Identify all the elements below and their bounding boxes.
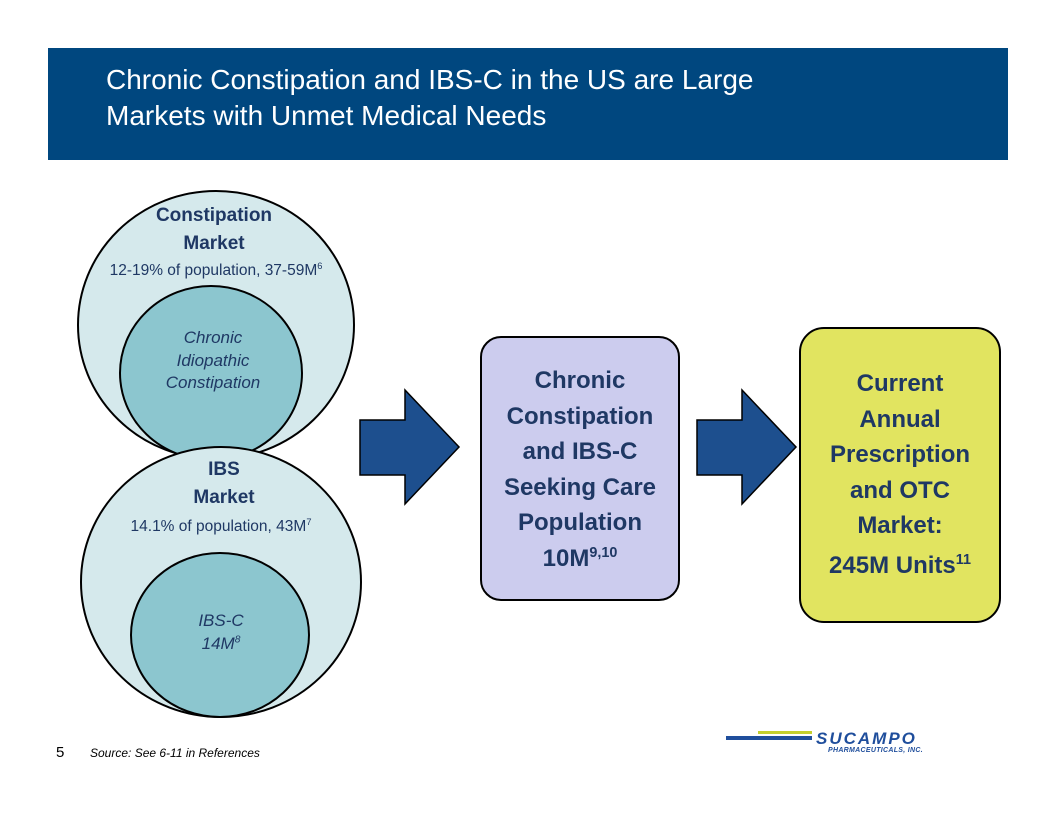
annual-market-line-3: Prescription — [829, 441, 971, 468]
constipation-market-stat-ref: 6 — [317, 260, 323, 271]
title-banner: Chronic Constipation and IBS-C in the US… — [48, 48, 1008, 160]
ibs-market-stat: 14.1% of population, 43M7 — [86, 516, 356, 536]
ibs-market-stat-text: 14.1% of population, 43M — [130, 518, 307, 535]
ibs-c-label-line-2: 14M8 — [160, 632, 282, 655]
cic-label-line-3: Constipation — [165, 373, 261, 392]
annual-market-value: 245M Units — [829, 551, 956, 579]
annual-market-line-4: and OTC — [850, 476, 950, 504]
ibs-c-value: 14M — [201, 634, 235, 653]
chronic-idiopathic-constipation-label: Chronic Idiopathic Constipation — [140, 327, 286, 395]
annual-market-box — [799, 327, 1001, 623]
annual-market-ref: 11 — [955, 551, 971, 568]
ibs-market-name-1: IBS — [208, 459, 240, 480]
cic-label-line-2: Idiopathic — [176, 350, 250, 370]
ibs-market-stat-ref: 7 — [306, 516, 312, 527]
seeking-care-line-2: Constipation — [506, 402, 654, 430]
constipation-market-name-1: Constipation — [155, 205, 273, 226]
seeking-care-line-1: Chronic — [534, 367, 626, 394]
logo-bar-blue — [726, 736, 812, 740]
right-arrow-2 — [696, 388, 798, 506]
source-note: Source: See 6-11 in References — [90, 746, 260, 760]
right-arrow-1 — [359, 388, 461, 506]
ibs-market-name-2: Market — [193, 487, 255, 508]
annual-market-text: Current Annual Prescription and OTC Mark… — [800, 366, 1000, 583]
annual-market-line-1: Current — [856, 370, 944, 397]
seeking-care-line-5: Population — [518, 509, 642, 536]
seeking-care-ref: 9,10 — [589, 544, 618, 561]
annual-market-value-line: 245M Units11 — [800, 548, 1000, 584]
title-line-2: Markets with Unmet Medical Needs — [106, 100, 547, 131]
cic-label-line-1: Chronic — [183, 328, 243, 347]
constipation-market-name-2: Market — [183, 233, 245, 254]
annual-market-line-5: Market: — [857, 512, 943, 539]
title-line-1: Chronic Constipation and IBS-C in the US… — [106, 64, 754, 95]
annual-market-line-2: Annual — [859, 405, 941, 433]
ibs-c-ref: 8 — [234, 634, 241, 646]
constipation-market-label: Constipation Market — [110, 202, 318, 258]
seeking-care-line-4: Seeking Care — [503, 473, 657, 501]
company-logo-name: SUCAMPO — [816, 729, 917, 748]
constipation-market-stat: 12-19% of population, 37-59M6 — [78, 260, 354, 280]
page-number: 5 — [56, 744, 65, 761]
seeking-care-value: 10M — [542, 544, 590, 572]
ibs-market-label: IBS Market — [120, 456, 328, 512]
constipation-market-stat-text: 12-19% of population, 37-59M — [109, 262, 318, 279]
ibs-c-label-line-1: IBS-C — [198, 611, 244, 630]
ibs-c-circle — [130, 552, 310, 718]
logo-bar-green — [758, 731, 812, 734]
seeking-care-value-line: 10M9,10 — [480, 541, 680, 577]
page-title: Chronic Constipation and IBS-C in the US… — [106, 62, 986, 134]
seeking-care-text: Chronic Constipation and IBS-C Seeking C… — [480, 363, 680, 576]
seeking-care-line-3: and IBS-C — [522, 438, 638, 465]
seeking-care-box — [480, 336, 680, 601]
ibs-c-label: IBS-C 14M8 — [160, 609, 282, 655]
company-logo-tagline: PHARMACEUTICALS, INC. — [828, 747, 923, 754]
